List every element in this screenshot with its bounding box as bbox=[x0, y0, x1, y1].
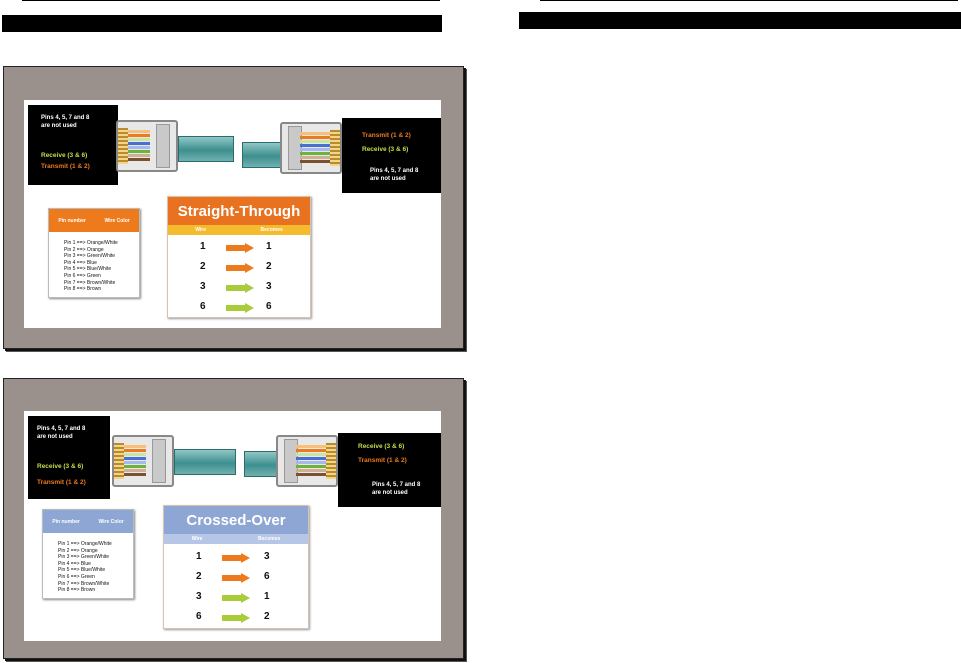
transmit-label: Transmit (1 & 2) bbox=[37, 479, 86, 486]
unused-pins-note: Pins 4, 5, 7 and 8 are not used bbox=[37, 426, 86, 440]
legend-col-pin-number: Pin number bbox=[58, 217, 86, 224]
crossed-over-table: Crossed-Over Wire Becomes 1 3 2 6 3 1 bbox=[163, 505, 309, 629]
legend-item: Pin 4 ==> Blue bbox=[58, 560, 91, 567]
arrow-icon bbox=[222, 613, 250, 623]
becomes-value: 1 bbox=[266, 241, 272, 252]
legend-item: Pin 7 ==> Brown/White bbox=[58, 580, 110, 587]
legend-header: Pin number Wire Color bbox=[43, 510, 133, 533]
arrow-icon bbox=[222, 553, 250, 563]
legend-item: Pin 3 ==> Green/White bbox=[64, 253, 116, 260]
cable-left-segment bbox=[178, 136, 234, 162]
left-column-top-rule bbox=[22, 0, 440, 1]
transmit-label: Transmit (1 & 2) bbox=[358, 457, 407, 464]
right-pin-info-box: Receive (3 & 6) Transmit (1 & 2) Pins 4,… bbox=[338, 433, 441, 507]
legend-pin-list: Pin 1 ==> Orange/White Pin 2 ==> Orange … bbox=[49, 232, 139, 293]
transmit-label: Transmit (1 & 2) bbox=[41, 163, 90, 170]
table-row: 6 6 bbox=[168, 298, 310, 318]
receive-label: Receive (3 & 6) bbox=[37, 463, 84, 470]
legend-item: Pin 1 ==> Orange/White bbox=[58, 541, 112, 547]
legend-item: Pin 6 ==> Green bbox=[64, 272, 101, 279]
legend-item: Pin 8 ==> Brown bbox=[64, 286, 102, 293]
wire-value: 2 bbox=[196, 571, 202, 582]
table-row: 2 2 bbox=[168, 258, 310, 278]
wire-value: 3 bbox=[200, 281, 206, 292]
becomes-value: 2 bbox=[266, 261, 272, 272]
wire-value: 6 bbox=[200, 301, 206, 312]
becomes-value: 1 bbox=[264, 591, 270, 602]
arrow-icon bbox=[222, 593, 250, 603]
arrow-icon bbox=[226, 303, 254, 313]
legend-item: Pin 5 ==> Blue/White bbox=[64, 266, 112, 273]
arrow-icon bbox=[226, 263, 254, 273]
right-pin-info-box: Transmit (1 & 2) Receive (3 & 6) Pins 4,… bbox=[342, 118, 441, 193]
rj45-connector-right bbox=[276, 435, 338, 487]
legend-item: Pin 2 ==> Orange bbox=[58, 547, 98, 554]
unused-pins-note: Pins 4, 5, 7 and 8 are not used bbox=[370, 168, 419, 182]
legend-item: Pin 2 ==> Orange bbox=[64, 246, 104, 253]
wire-value: 3 bbox=[196, 591, 202, 602]
table-subheader: Wire Becomes bbox=[168, 225, 310, 235]
legend-item: Pin 8 ==> Brown bbox=[58, 587, 96, 594]
legend-item: Pin 7 ==> Brown/White bbox=[64, 279, 116, 286]
table-row: 1 3 bbox=[164, 548, 308, 568]
receive-label: Receive (3 & 6) bbox=[358, 443, 405, 450]
becomes-value: 6 bbox=[266, 301, 272, 312]
col-becomes: Becomes bbox=[258, 536, 281, 542]
straight-through-table: Straight-Through Wire Becomes 1 1 2 2 3 … bbox=[167, 196, 311, 318]
legend-col-wire-color: Wire Color bbox=[104, 217, 130, 224]
rj45-connector-right bbox=[280, 122, 342, 174]
crossed-over-figure: Pins 4, 5, 7 and 8 are not used Receive … bbox=[3, 378, 464, 659]
becomes-value: 3 bbox=[264, 551, 270, 562]
right-column-top-rule bbox=[540, 0, 958, 1]
wire-value: 2 bbox=[200, 261, 206, 272]
wire-value: 6 bbox=[196, 611, 202, 622]
becomes-value: 6 bbox=[264, 571, 270, 582]
rj45-connector-left bbox=[112, 435, 174, 487]
wire-value: 1 bbox=[200, 241, 206, 252]
unused-pins-note: Pins 4, 5, 7 and 8 are not used bbox=[41, 115, 90, 129]
left-pin-info-box: Pins 4, 5, 7 and 8 are not used Receive … bbox=[28, 416, 110, 499]
arrow-icon bbox=[222, 573, 250, 583]
arrow-icon bbox=[226, 283, 254, 293]
legend-item: Pin 4 ==> Blue bbox=[64, 259, 97, 266]
wire-value: 1 bbox=[196, 551, 202, 562]
legend-item: Pin 6 ==> Green bbox=[58, 573, 95, 580]
right-section-header-bar bbox=[519, 12, 961, 29]
legend-pin-list: Pin 1 ==> Orange/White Pin 2 ==> Orange … bbox=[43, 533, 133, 594]
table-row: 1 1 bbox=[168, 238, 310, 258]
crossed-over-panel: Pins 4, 5, 7 and 8 are not used Receive … bbox=[24, 411, 441, 641]
col-becomes: Becomes bbox=[260, 227, 283, 233]
unused-pins-note: Pins 4, 5, 7 and 8 are not used bbox=[372, 482, 421, 496]
arrow-icon bbox=[226, 243, 254, 253]
legend-header: Pin number Wire Color bbox=[49, 209, 139, 232]
pin-color-legend: Pin number Wire Color Pin 1 ==> Orange/W… bbox=[42, 509, 134, 599]
table-row: 2 6 bbox=[164, 568, 308, 588]
legend-item: Pin 5 ==> Blue/White bbox=[58, 567, 106, 574]
pin-color-legend: Pin number Wire Color Pin 1 ==> Orange/W… bbox=[48, 208, 140, 298]
left-section-header-bar bbox=[2, 15, 442, 32]
straight-through-panel: Pins 4, 5, 7 and 8 are not used Receive … bbox=[24, 100, 441, 328]
cable-left-segment bbox=[174, 449, 236, 475]
straight-through-figure: Pins 4, 5, 7 and 8 are not used Receive … bbox=[3, 66, 464, 349]
becomes-value: 3 bbox=[266, 281, 272, 292]
rj45-connector-left bbox=[116, 120, 178, 172]
col-wire: Wire bbox=[191, 536, 203, 542]
receive-label: Receive (3 & 6) bbox=[362, 146, 409, 153]
legend-col-pin-number: Pin number bbox=[52, 518, 80, 525]
left-pin-info-box: Pins 4, 5, 7 and 8 are not used Receive … bbox=[28, 105, 118, 185]
table-subheader: Wire Becomes bbox=[164, 534, 308, 544]
becomes-value: 2 bbox=[264, 611, 270, 622]
table-title: Crossed-Over bbox=[164, 506, 308, 534]
legend-item: Pin 3 ==> Green/White bbox=[58, 554, 110, 561]
receive-label: Receive (3 & 6) bbox=[41, 152, 88, 159]
table-row: 3 3 bbox=[168, 278, 310, 298]
table-title: Straight-Through bbox=[168, 197, 310, 225]
legend-item: Pin 1 ==> Orange/White bbox=[64, 240, 118, 246]
col-wire: Wire bbox=[195, 227, 207, 233]
table-row: 3 1 bbox=[164, 588, 308, 608]
table-row: 6 2 bbox=[164, 608, 308, 628]
legend-col-wire-color: Wire Color bbox=[98, 518, 124, 525]
transmit-label: Transmit (1 & 2) bbox=[362, 132, 411, 139]
